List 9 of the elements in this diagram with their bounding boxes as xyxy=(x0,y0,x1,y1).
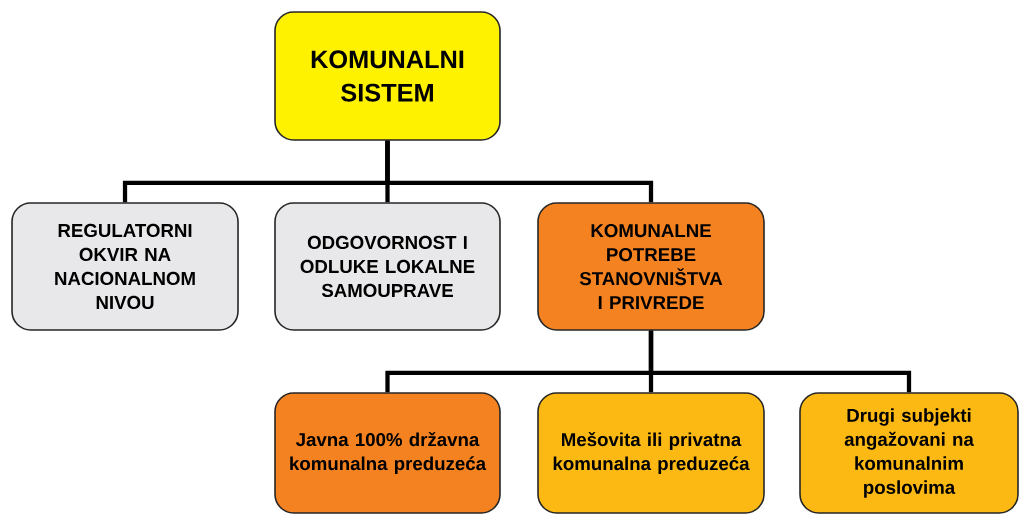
connector-line xyxy=(648,330,912,393)
process-box: Mešovita ili privatna komunalna preduzeća xyxy=(537,392,765,514)
process-box: Javna 100% državna komunalna preduzeća xyxy=(274,392,501,514)
connector-line xyxy=(385,140,654,203)
process-box: REGULATORNI OKVIR NA NACIONALNOM NIVOU xyxy=(11,202,239,331)
process-box: KOMUNALNI SISTEM xyxy=(274,11,501,141)
process-box: KOMUNALNE POTREBE STANOVNIŠTVA I PRIVREDE xyxy=(537,202,765,331)
process-box: Drugi subjekti angažovani na komunalnim poslovima xyxy=(799,392,1019,514)
process-box: ODGOVORNOST I ODLUKE LOKALNE SAMOUPRAVE xyxy=(274,202,501,331)
